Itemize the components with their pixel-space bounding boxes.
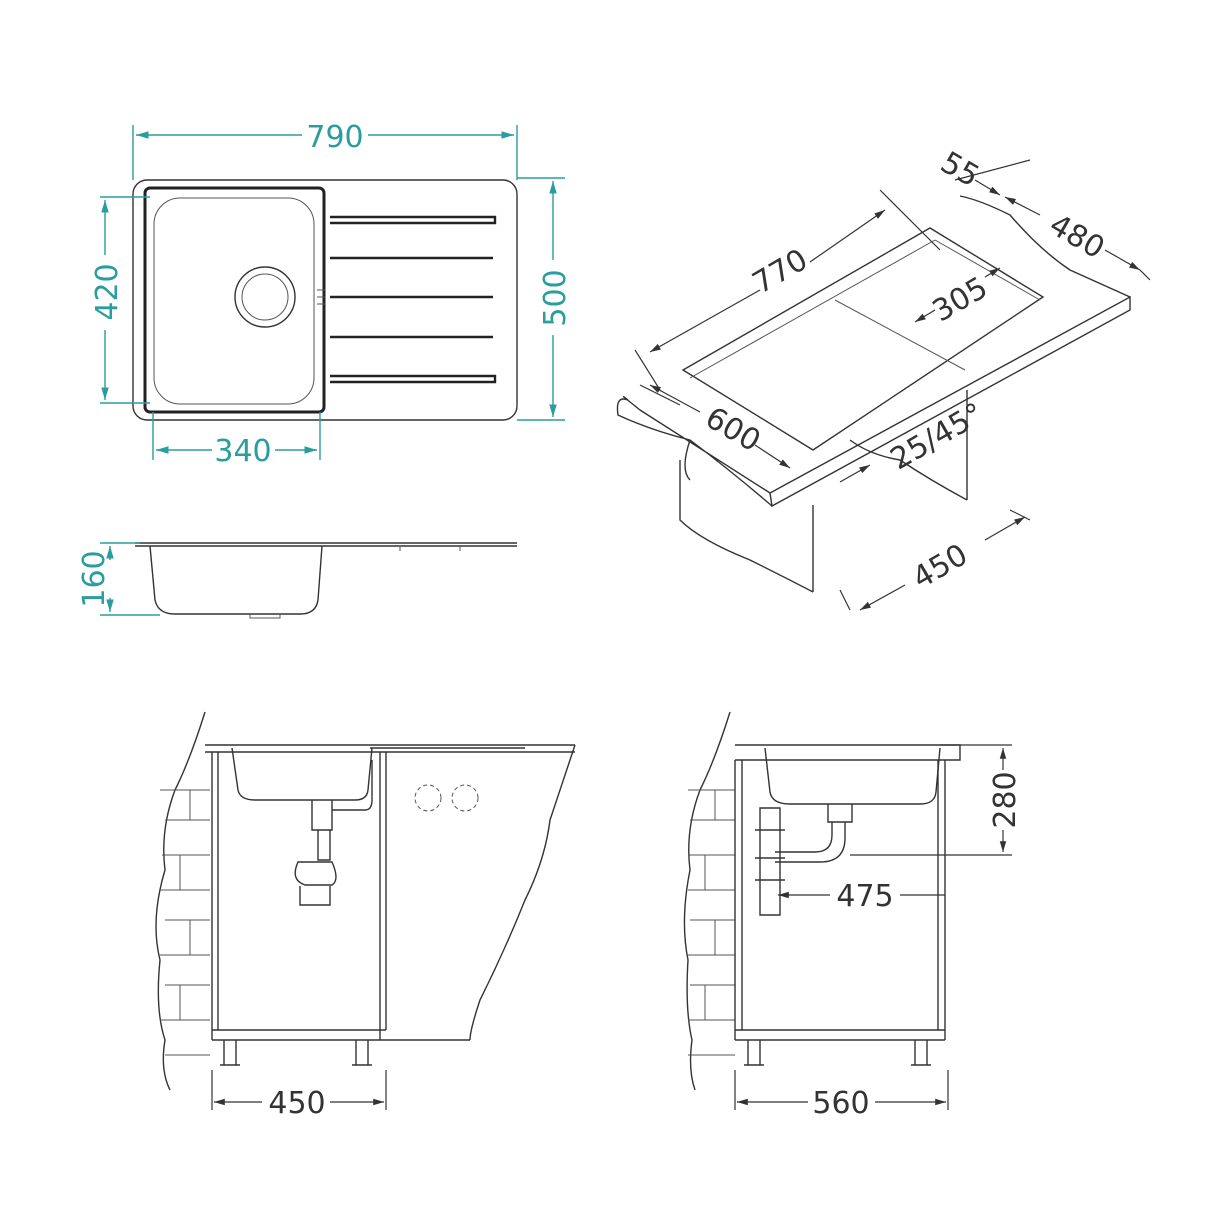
top-view: 790 500 420 340 xyxy=(90,120,573,469)
dim-bowl-width: 340 xyxy=(214,434,271,469)
wall xyxy=(683,711,731,1091)
dim-bowl-length: 305 xyxy=(927,270,994,329)
dim-height: 160 xyxy=(77,550,112,607)
dim-side-height: 280 xyxy=(988,771,1023,828)
dim-width: 790 xyxy=(306,120,363,155)
drain-icon xyxy=(234,266,296,328)
dim-worktop-depth: 600 xyxy=(699,400,766,459)
wall xyxy=(155,711,206,1091)
dim-side-cabinet: 560 xyxy=(812,1086,869,1121)
isometric-view: 770 55 480 305 600 25/45° 450 xyxy=(616,145,1151,611)
dim-worktop-thickness: 25/45° xyxy=(885,396,990,477)
side-section: 280 475 560 xyxy=(683,711,1023,1121)
dim-front-cabinet: 450 xyxy=(268,1086,325,1121)
dim-margin: 55 xyxy=(934,145,985,194)
side-view: 160 xyxy=(77,542,517,619)
dim-depth: 500 xyxy=(538,269,573,326)
dim-drain-offset: 475 xyxy=(836,879,893,914)
dim-bowl-depth: 420 xyxy=(90,263,125,320)
front-section: 450 xyxy=(155,711,576,1121)
dim-cabinet-iso: 450 xyxy=(907,537,974,596)
